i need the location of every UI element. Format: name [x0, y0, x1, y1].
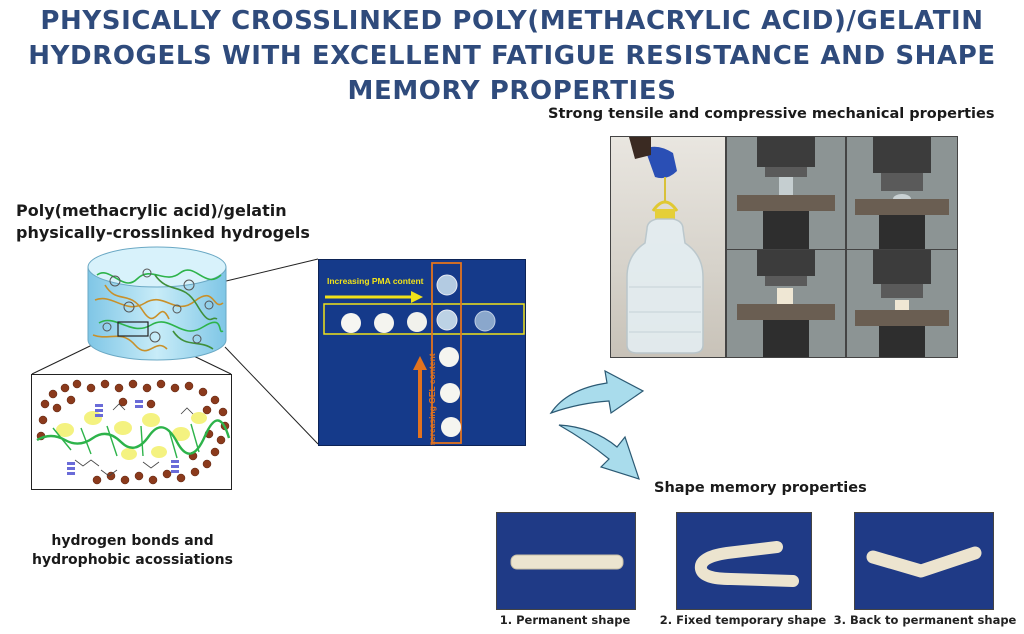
hydrogel-heading: Poly(methacrylic acid)/gelatin physicall…: [16, 200, 310, 244]
compression-photo-2: [846, 136, 958, 250]
bond-caption-line-1: hydrogen bonds and: [51, 533, 214, 549]
sample-disc-transparent: [436, 274, 458, 296]
sample-matrix-graphics: [323, 262, 525, 444]
compression-rig-2: [847, 137, 957, 249]
sample-disc: [440, 383, 460, 403]
arrow-down-to-shape-memory: [558, 424, 640, 480]
sample-disc: [441, 417, 461, 437]
shape-photo-temporary: [676, 512, 812, 610]
shape-photo-recovered: [854, 512, 994, 610]
title-line-1: PHYSICALLY CROSSLINKED POLY(METHACRYLIC …: [40, 6, 984, 36]
glove: [645, 146, 677, 179]
pma-row-highlight: [323, 303, 525, 335]
compression-photo-3: [726, 249, 846, 358]
permanent-shape-rod: [497, 513, 635, 609]
zoom-line-bottom: [224, 346, 319, 445]
hydrogel-cylinder: [87, 246, 227, 361]
shape-memory-heading: Shape memory properties: [654, 480, 867, 496]
caption-permanent-shape: 1. Permanent shape: [499, 613, 631, 627]
bottle-photo: [610, 136, 726, 358]
compression-rig-1: [727, 137, 845, 249]
zoom-line-top: [221, 258, 319, 283]
temporary-shape-rod: [677, 513, 811, 609]
hydrogel-heading-line-2: physically-crosslinked hydrogels: [16, 223, 310, 242]
sample-disc-transparent: [474, 310, 496, 332]
shape-photo-permanent: [496, 512, 636, 610]
bond-caption-line-2: hydrophobic acossiations: [32, 552, 233, 568]
pma-arrow-head: [411, 291, 423, 303]
sample-disc: [439, 347, 459, 367]
arrow-up-to-mechanical: [549, 369, 645, 415]
mechanical-heading: Strong tensile and compressive mechanica…: [548, 106, 995, 122]
sample-disc: [341, 313, 361, 333]
gel-arrow-head: [413, 356, 427, 370]
gel-label: Increasing GEL content: [427, 353, 437, 446]
sample-disc-transparent: [436, 309, 458, 331]
compression-photo-4: [846, 249, 958, 358]
hydrogel-heading-line-1: Poly(methacrylic acid)/gelatin: [16, 201, 287, 220]
sample-matrix-panel: Increasing PMA content Increasing GEL co…: [318, 259, 526, 446]
page-title: PHYSICALLY CROSSLINKED POLY(METHACRYLIC …: [0, 4, 1024, 109]
bottle-illustration: [626, 137, 704, 354]
sample-disc: [407, 312, 427, 332]
gel-column-highlight: [431, 262, 462, 444]
title-line-2: HYDROGELS WITH EXCELLENT FATIGUE RESISTA…: [28, 41, 996, 71]
recovered-shape-rod: [855, 513, 993, 609]
bond-caption: hydrogen bonds and hydrophobic acossiati…: [20, 532, 245, 570]
bond-schematic: [31, 374, 232, 490]
caption-back-to-permanent: 3. Back to permanent shape: [833, 613, 1017, 627]
curved-arrows: [549, 369, 645, 480]
compression-rig-3: [727, 250, 845, 357]
title-line-3: MEMORY PROPERTIES: [347, 76, 677, 106]
pma-label: Increasing PMA content: [327, 276, 424, 286]
compression-photo-1: [726, 136, 846, 250]
compression-rig-4: [847, 250, 957, 357]
caption-temporary-shape: 2. Fixed temporary shape: [659, 613, 827, 627]
sample-disc: [374, 313, 394, 333]
